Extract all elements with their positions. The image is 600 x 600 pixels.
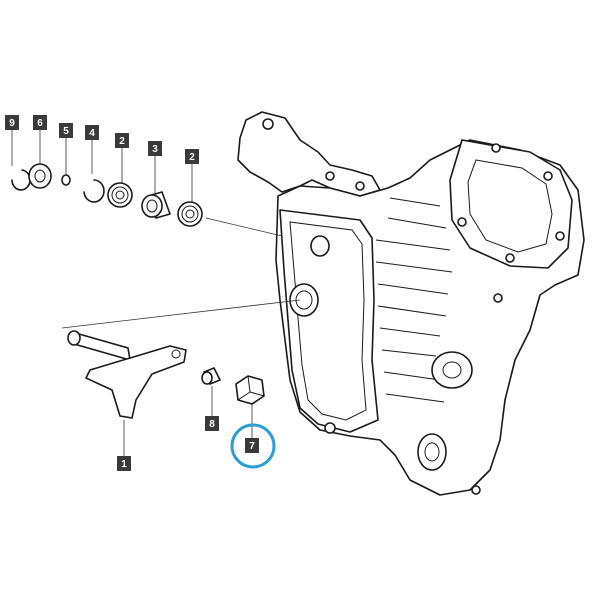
callout-5: 5	[59, 123, 73, 138]
flange-bolt-hole	[355, 181, 365, 191]
bushing	[141, 191, 171, 219]
cover-bolt-hole	[505, 253, 515, 263]
highlight-ring	[230, 423, 276, 469]
callout-2-right: 2	[185, 149, 199, 164]
callout-2-left: 2	[115, 133, 129, 148]
svg-text:7: 7	[249, 441, 255, 452]
housing-front-face	[279, 209, 379, 433]
flange-bolt-hole	[262, 118, 274, 130]
svg-text:2: 2	[119, 136, 125, 147]
bottom-bore	[417, 433, 447, 471]
bearing-right	[177, 201, 203, 227]
gearbox-housing	[237, 111, 585, 496]
lower-bolt-hole	[324, 422, 336, 434]
axis-leader-upper	[205, 217, 283, 237]
front-face-inner-edge	[289, 221, 367, 421]
callout-6: 6	[33, 115, 47, 130]
lever-shaft	[67, 330, 187, 419]
cover-bolt-hole	[543, 171, 553, 181]
svg-text:4: 4	[89, 128, 95, 139]
cover-bolt-hole	[555, 231, 565, 241]
callout-7: 7	[245, 438, 259, 453]
pin	[201, 367, 221, 385]
nut	[235, 375, 265, 405]
side-bolt-hole	[471, 485, 481, 495]
side-cover-inner	[467, 159, 553, 253]
svg-text:9: 9	[9, 118, 15, 129]
callout-1: 1	[117, 456, 131, 471]
axis-leader-lower	[61, 299, 301, 329]
svg-text:5: 5	[63, 126, 69, 137]
flange-bolt-hole	[325, 171, 335, 181]
cover-bolt-hole	[457, 217, 467, 227]
svg-text:6: 6	[37, 118, 43, 129]
side-cover-plate	[449, 139, 573, 269]
svg-text:2: 2	[189, 152, 195, 163]
lower-boss-inner	[442, 361, 462, 379]
callout-9: 9	[5, 115, 19, 130]
shaft-bore-inner	[295, 290, 313, 310]
cover-bolt-hole	[491, 143, 501, 153]
snap-ring	[83, 179, 105, 203]
shaft-bore	[289, 283, 319, 317]
svg-text:3: 3	[152, 144, 158, 155]
cooling-ribs	[375, 197, 453, 403]
callout-4: 4	[85, 125, 99, 140]
bottom-bore-inner	[424, 442, 440, 462]
upper-bore	[310, 235, 330, 257]
side-bolt-hole	[493, 293, 503, 303]
lower-boss	[431, 351, 473, 389]
callout-3: 3	[148, 141, 162, 156]
circlip	[11, 169, 31, 191]
small-ring	[61, 174, 71, 186]
svg-text:1: 1	[121, 459, 127, 470]
svg-text:8: 8	[209, 419, 215, 430]
seal	[28, 163, 52, 189]
callout-8: 8	[205, 416, 219, 431]
bearing-left	[107, 182, 133, 208]
